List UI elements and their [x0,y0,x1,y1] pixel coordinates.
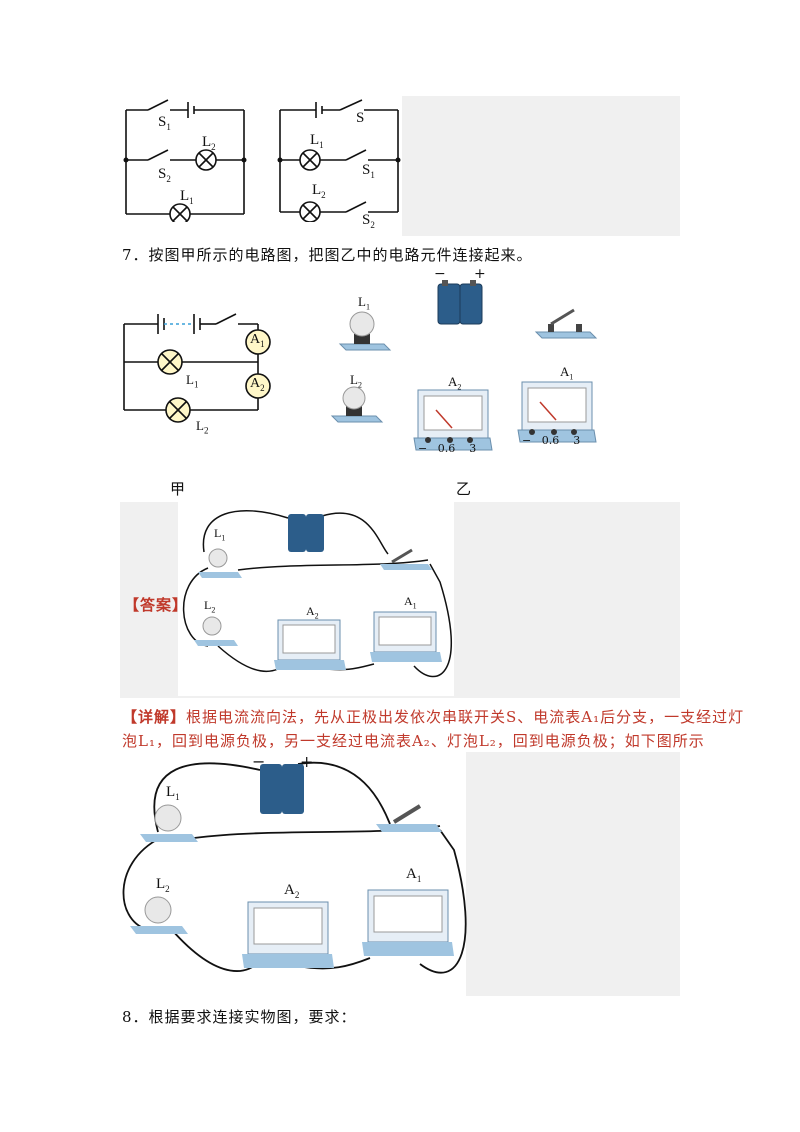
battery-plus: + [474,266,486,282]
ans-a1-label: A1 [404,594,417,611]
detail-a2-label: A2 [284,882,300,900]
detail-a1-label: A1 [406,866,422,884]
detail-battery-plus: + [300,752,314,771]
label-s1: S1 [158,114,171,132]
question-7-text: 7．按图甲所示的电路图，把图乙中的电路元件连接起来。 [122,246,533,264]
label-r-l2: L2 [312,182,326,200]
battery-part [437,280,483,325]
schem-l2: L2 [196,418,209,436]
part-a2-label: A2 [448,374,462,392]
ammeter-a1-part [517,381,597,443]
top-answer-panel [402,96,680,236]
schem-a1: A1 [250,332,265,349]
part-l1-label: L1 [358,294,370,312]
detail-panel [466,752,680,996]
label-s2: S2 [158,166,171,184]
ans-a2-label: A2 [306,604,319,621]
detail-battery-minus: − [252,752,266,771]
label-s: S [356,110,365,126]
detail-wiring-figure [122,761,467,974]
label-l1: L1 [180,188,194,206]
circuit-diagram-right [277,99,401,222]
answer-wiring-figure [182,510,452,678]
ans-l1-label: L1 [214,526,226,543]
circuit-diagram-left [123,99,247,222]
ammeter-a2-part [413,389,493,451]
bulb-l2-part [330,386,384,423]
label-r-l1: L1 [310,132,324,150]
a1-terminal-labels: − 0.6 3 [522,434,581,447]
answer-label: 【答案】 [124,596,189,614]
a2-terminal-labels: − 0.6 3 [418,442,477,455]
detail-line-2: 泡L₁，回到电源负极，另一支经过电流表A₂、灯泡L₂，回到电源负极；如下图所示 [122,732,705,750]
switch-part [534,308,598,339]
detail-l1-label: L1 [166,784,180,802]
part-a1-label: A1 [560,364,574,382]
detail-l2-label: L2 [156,876,170,894]
label-r-s2: S2 [362,212,375,230]
schematic-jia [123,313,271,423]
label-r-s1: S1 [362,162,375,180]
question-8-text: 8．根据要求连接实物图，要求： [122,1008,357,1026]
figure-yi-label: 乙 [456,480,473,498]
label-l2: L2 [202,134,216,152]
figure-jia-label: 甲 [170,480,187,498]
detail-line-1: 【详解】根据电流流向法，先从正极出发依次串联开关S、电流表A₁后分支，一支经过灯 [122,708,745,726]
bulb-l1-part [338,311,392,351]
schem-a2: A2 [250,376,265,393]
ans-l2-label: L2 [204,598,216,615]
schem-l1: L1 [186,372,199,390]
battery-minus: − [434,266,446,282]
part-l2-label: L2 [350,372,362,390]
